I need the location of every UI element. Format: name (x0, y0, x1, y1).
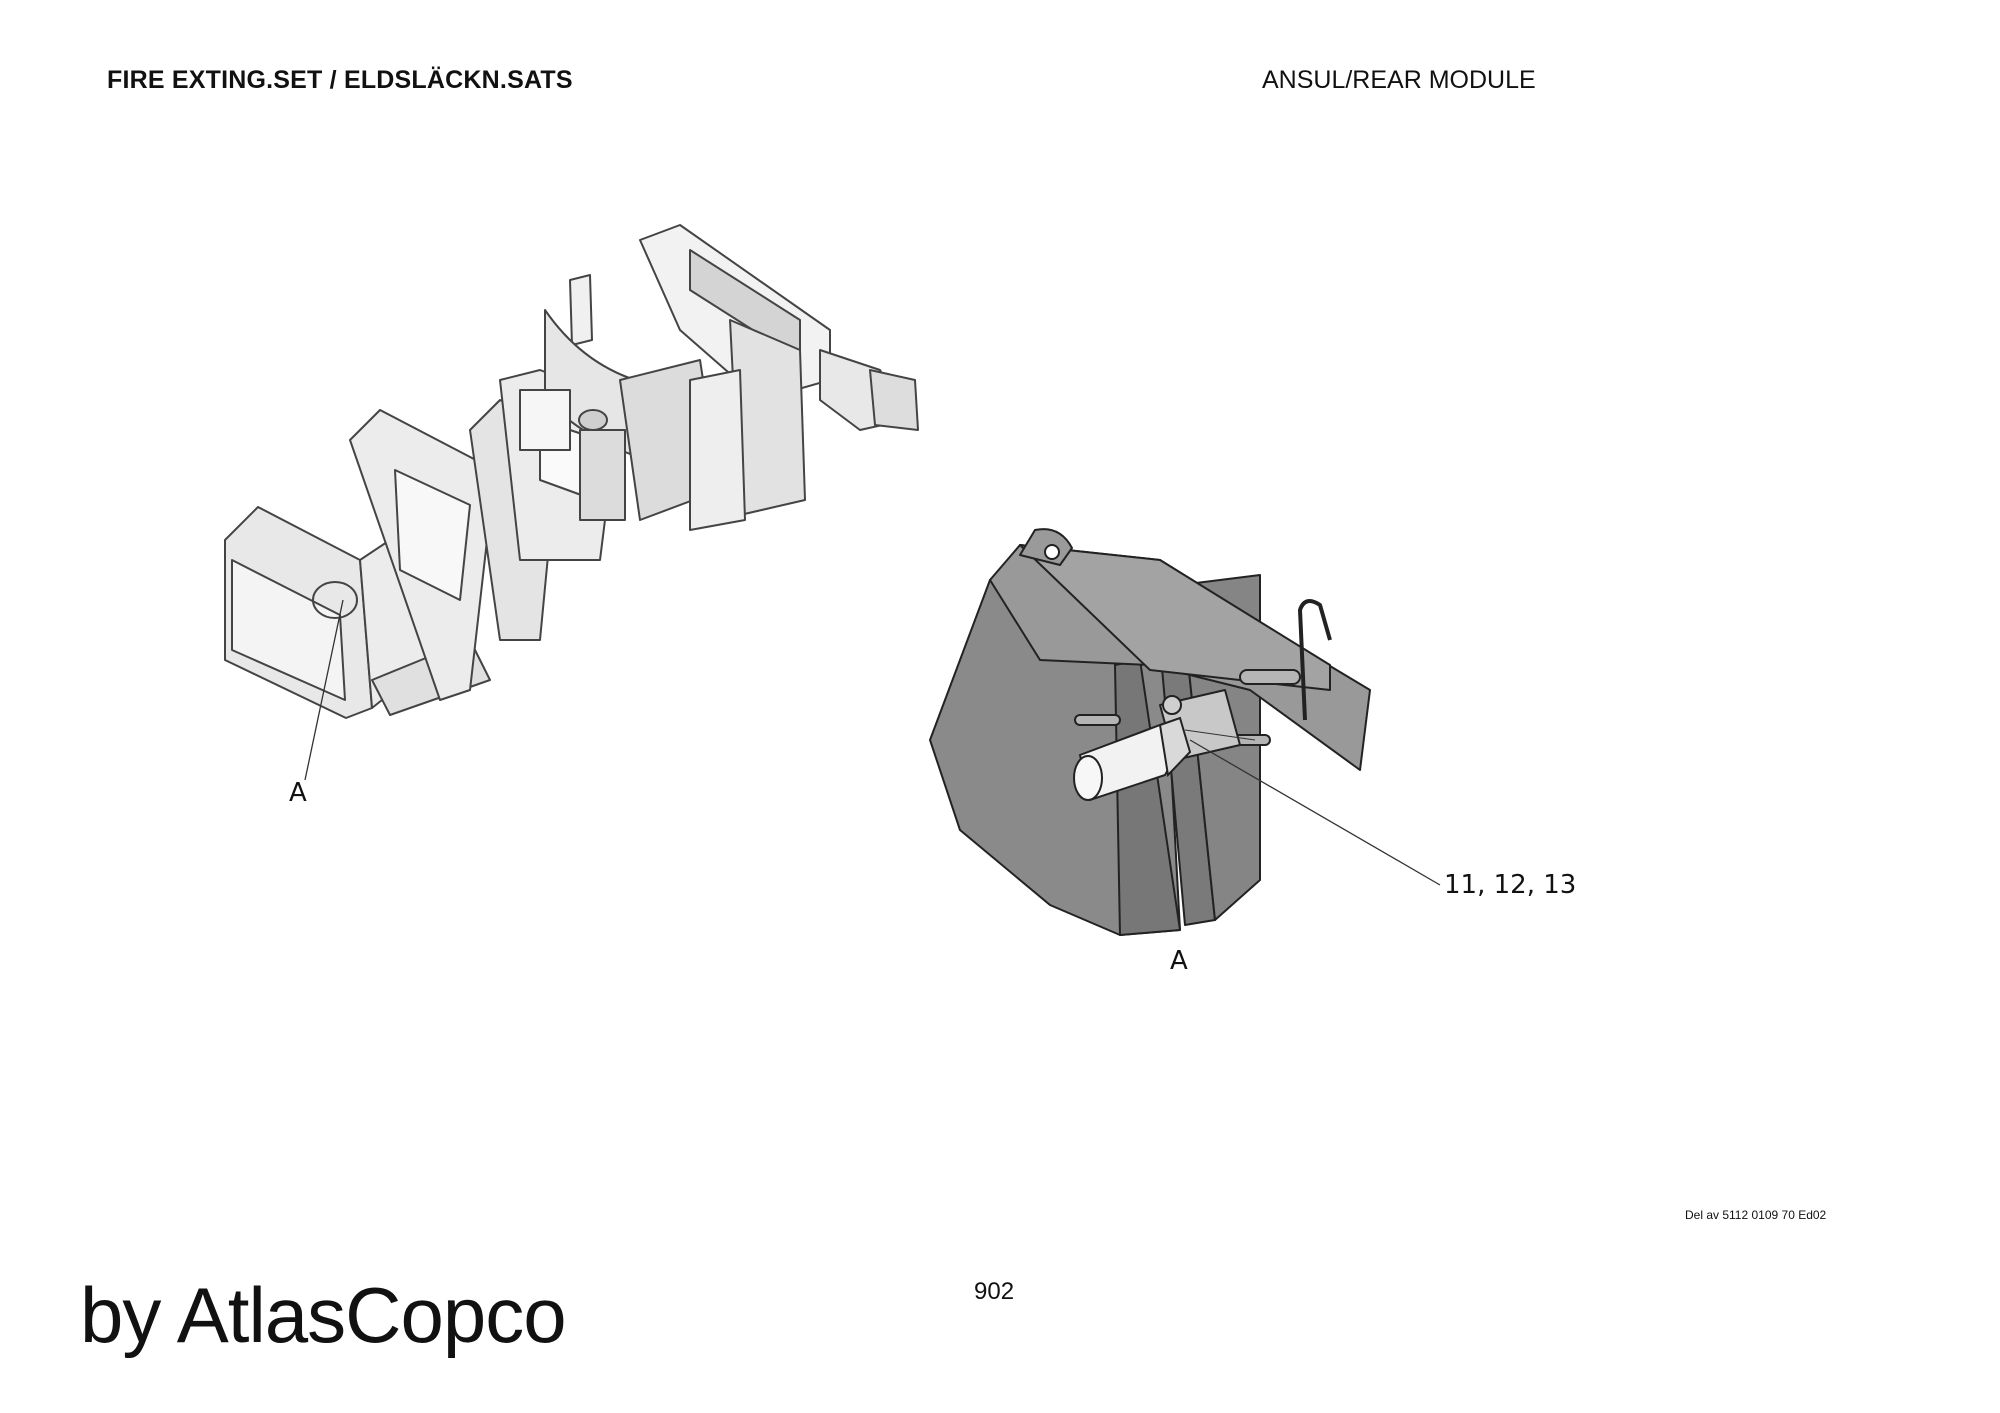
page-title: FIRE EXTING.SET / ELDSLÄCKN.SATS (107, 66, 573, 94)
view-label-detail: A (1170, 946, 1188, 976)
leader-line-parts-secondary (1184, 729, 1256, 741)
part-number-callout: 11, 12, 13 (1444, 870, 1577, 900)
extinguisher-cylinder (1073, 695, 1192, 802)
section-title: ANSUL/REAR MODULE (1262, 66, 1536, 94)
document-reference: Del av 5112 0109 70 Ed02 (1685, 1208, 1827, 1222)
view-label-overview: A (289, 778, 307, 808)
page-number: 902 (974, 1278, 1015, 1305)
leader-line-overview (304, 599, 344, 781)
machine-overview-illustration (224, 224, 919, 719)
fire-extinguisher-detail-illustration (929, 528, 1371, 936)
leader-line-parts (1189, 739, 1441, 886)
brand-watermark: by AtlasCopco (80, 1271, 567, 1359)
